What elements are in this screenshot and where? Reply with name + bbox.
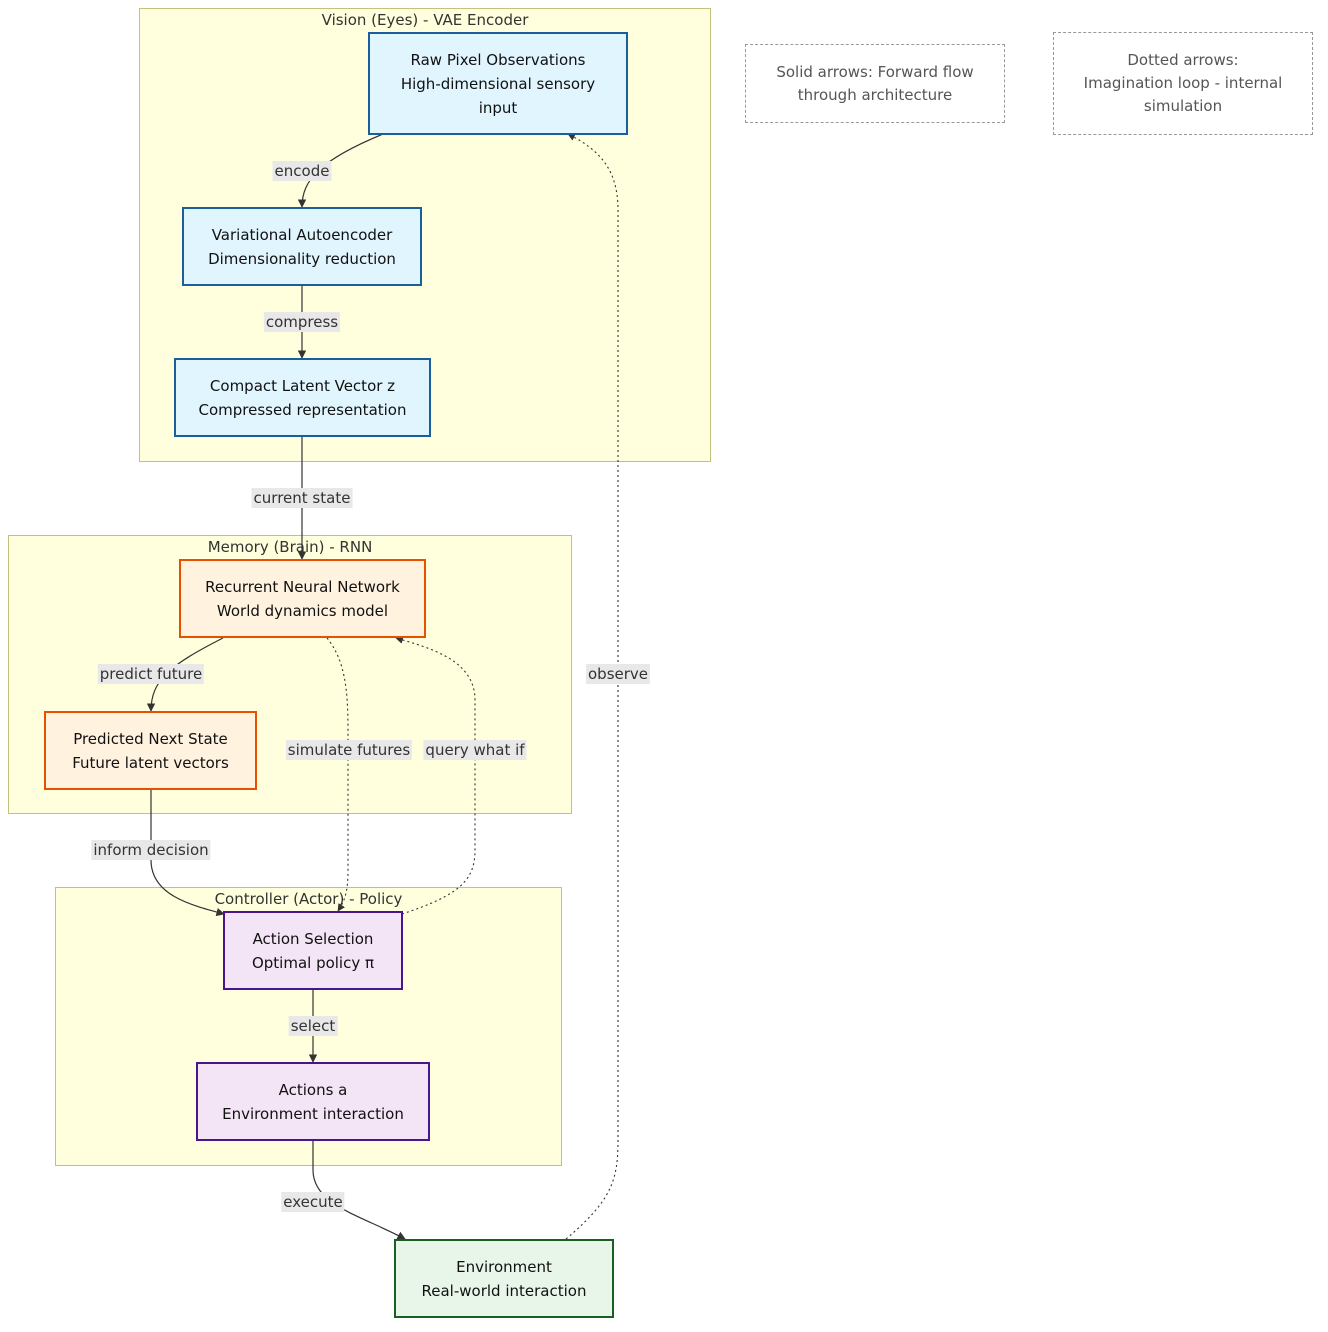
edge-simulate-futures — [326, 637, 349, 912]
edge-observe — [565, 133, 619, 1240]
edge-inform-decision — [150, 789, 225, 917]
node-recurrent-neural-network: Recurrent Neural Network World dynamics … — [179, 559, 426, 638]
node-vae-line2: Dimensionality reduction — [208, 249, 396, 268]
node-actions-line1: Actions a — [278, 1080, 348, 1099]
note-solid-arrows: Solid arrows: Forward flow through archi… — [745, 44, 1005, 123]
node-rnn-line1: Recurrent Neural Network — [205, 577, 400, 596]
note-solid-line1: Solid arrows: Forward flow — [776, 62, 974, 81]
cluster-vision-title: Vision (Eyes) - VAE Encoder — [321, 11, 529, 29]
cluster-memory-title: Memory (Brain) - RNN — [207, 538, 373, 556]
node-latent-line2: Compressed representation — [198, 400, 407, 419]
note-dotted-line3: simulation — [1143, 97, 1223, 115]
node-latent-line1: Compact Latent Vector z — [209, 376, 396, 395]
node-environment: Environment Real-world interaction — [394, 1239, 614, 1318]
node-raw-pixel-observations: Raw Pixel Observations High-dimensional … — [368, 32, 628, 135]
note-dotted-line2: Imagination loop - internal — [1083, 74, 1283, 92]
node-environment-line2: Real-world interaction — [421, 1281, 587, 1300]
node-predicted-line2: Future latent vectors — [72, 753, 229, 772]
edge-label-execute: execute — [281, 1192, 345, 1212]
edge-label-encode: encode — [272, 161, 332, 181]
edge-label-query-what-if: query what if — [423, 740, 527, 760]
edge-label-select: select — [288, 1016, 338, 1036]
edge-label-observe: observe — [585, 664, 651, 684]
cluster-controller-title: Controller (Actor) - Policy — [214, 890, 403, 908]
note-dotted-line1: Dotted arrows: — [1127, 51, 1239, 69]
edge-query-what-if — [395, 636, 476, 915]
node-predicted-line1: Predicted Next State — [73, 729, 228, 748]
node-raw-pixel-line3: input — [478, 98, 518, 117]
node-raw-pixel-line1: Raw Pixel Observations — [410, 50, 586, 69]
node-actions: Actions a Environment interaction — [196, 1062, 430, 1141]
node-action-selection-line2: Optimal policy π — [251, 953, 375, 972]
node-vae-line1: Variational Autoencoder — [211, 225, 393, 244]
node-environment-line1: Environment — [456, 1257, 552, 1276]
edge-label-current-state: current state — [251, 488, 353, 508]
edge-label-inform-decision: inform decision — [91, 840, 211, 860]
node-action-selection: Action Selection Optimal policy π — [223, 911, 403, 990]
note-solid-line2: through architecture — [797, 85, 953, 104]
node-compact-latent-vector: Compact Latent Vector z Compressed repre… — [174, 358, 431, 437]
edge-label-simulate-futures: simulate futures — [285, 740, 413, 760]
node-raw-pixel-line2: High-dimensional sensory — [400, 74, 596, 93]
edge-execute — [312, 1141, 406, 1240]
node-actions-line2: Environment interaction — [222, 1104, 404, 1123]
node-rnn-line2: World dynamics model — [216, 601, 389, 620]
node-variational-autoencoder: Variational Autoencoder Dimensionality r… — [182, 207, 422, 286]
edge-label-compress: compress — [263, 312, 341, 332]
node-predicted-next-state: Predicted Next State Future latent vecto… — [44, 711, 257, 790]
node-action-selection-line1: Action Selection — [252, 929, 374, 948]
edge-label-predict-future: predict future — [97, 664, 205, 684]
note-dotted-arrows: Dotted arrows: Imagination loop - intern… — [1053, 32, 1313, 135]
